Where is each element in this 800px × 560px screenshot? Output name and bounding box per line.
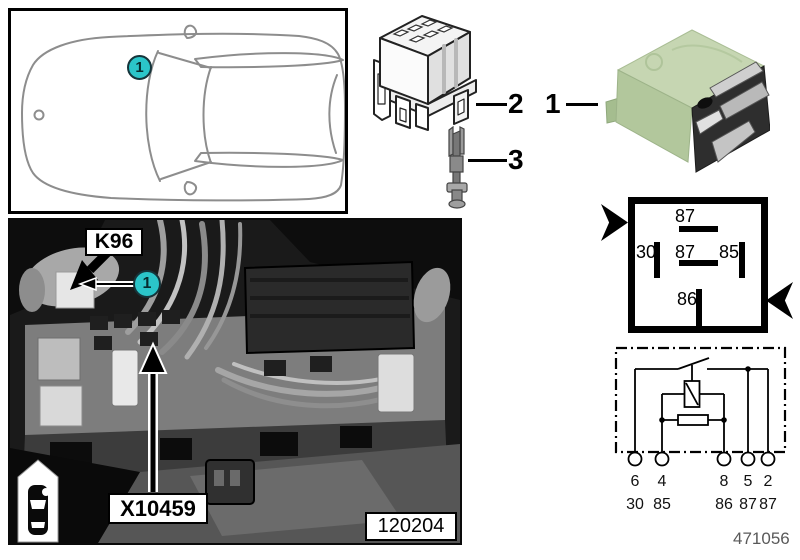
pin-label-30: 30 [636, 242, 657, 262]
terminal-fn-87b: 87 [759, 496, 777, 513]
side-glass-band-bottom [194, 151, 344, 168]
relay-circuit-schematic: 6 4 8 5 2 30 85 86 87 87 [614, 346, 787, 513]
roof-front-line [202, 66, 212, 164]
white-connector-left [111, 349, 139, 407]
connector-code-label: X10459 [108, 493, 208, 524]
right-cylinder [413, 267, 451, 323]
relay-code-text: K96 [94, 230, 134, 253]
photo-location-marker[interactable]: 1 [133, 270, 161, 298]
mirror-bottom [183, 181, 198, 196]
pin-blade-87-center [679, 260, 718, 266]
callout-terminal-pin[interactable]: 3 [508, 144, 524, 175]
figure-number: 471056 [733, 529, 790, 548]
terminal-pin-4: 4 [658, 473, 667, 490]
car-orientation-icon [17, 459, 59, 543]
car-location-marker[interactable]: 1 [127, 55, 152, 80]
a-pillar-top [158, 52, 212, 69]
fuse-slots [90, 310, 332, 376]
terminal-pin-drawing [446, 126, 468, 209]
terminal-fn-30: 30 [626, 496, 644, 513]
pin-label-86: 86 [677, 289, 698, 309]
terminal-fn-87a: 87 [739, 496, 757, 513]
connector-code-text: X10459 [120, 495, 196, 521]
relay-code-label: K96 [85, 228, 143, 256]
photo-location-marker-number: 1 [142, 275, 152, 292]
side-glass-band-top [194, 52, 344, 69]
callout-relay[interactable]: 1 [545, 88, 561, 119]
car-body-outline [21, 32, 345, 202]
terminal-pin-2: 2 [764, 473, 773, 490]
pin-blade-30 [654, 242, 660, 278]
windshield-cowl-line [145, 50, 161, 182]
ecu-box [243, 260, 416, 355]
photo-annotations [70, 248, 168, 492]
pin-label-87-top: 87 [675, 206, 696, 226]
callout-relay-leader [566, 103, 598, 106]
callout-relay-holder[interactable]: 2 [508, 88, 524, 119]
relay-pin-diagram: 87 30 87 85 86 [628, 197, 768, 333]
car-location-marker-number: 1 [135, 59, 144, 76]
switch-contact [677, 357, 710, 370]
schematic-border [614, 346, 787, 454]
a-pillar-bottom [160, 161, 212, 180]
white-connector-right [377, 353, 415, 413]
callout-terminal-pin-leader [468, 159, 507, 162]
x10459-arrow-head [138, 341, 168, 374]
photo-id-text: 120204 [377, 515, 445, 537]
resistor-symbol [677, 414, 709, 426]
pin-label-85: 85 [719, 242, 740, 262]
car-top-view-drawing [21, 24, 345, 202]
terminal-pin-8: 8 [720, 473, 729, 490]
pin-blade-85 [739, 242, 745, 278]
relay-holder-drawing [373, 15, 477, 131]
orientation-arrow-left-icon [601, 204, 628, 241]
orientation-arrow-right-icon [766, 282, 793, 319]
gray-relay [37, 337, 81, 381]
marker-arrow-head [77, 276, 97, 292]
white-module [39, 385, 83, 427]
holder-terminal-slots [392, 19, 454, 43]
pin-blade-87-top [679, 226, 718, 232]
terminal-pin-5: 5 [744, 473, 753, 490]
mirror-top [183, 24, 198, 39]
car-locator-panel: 1 [8, 8, 348, 214]
booster-endcap [19, 268, 45, 312]
relay-photo [605, 29, 770, 173]
pin-blade-86 [696, 289, 702, 326]
relay-side-face [615, 69, 693, 163]
schematic-terminals [627, 451, 776, 467]
hood-emblem [33, 109, 45, 121]
photo-id-label: 120204 [365, 512, 457, 541]
relay-pins [695, 61, 770, 163]
terminal-pin-6: 6 [631, 473, 640, 490]
terminal-fn-85: 85 [653, 496, 671, 513]
callout-relay-holder-leader [476, 103, 507, 106]
terminal-fn-86: 86 [715, 496, 733, 513]
rear-window-line [328, 74, 338, 154]
pin-label-87-center: 87 [675, 242, 696, 262]
engine-bay-photo: K96 1 X10459 120204 [8, 218, 462, 545]
